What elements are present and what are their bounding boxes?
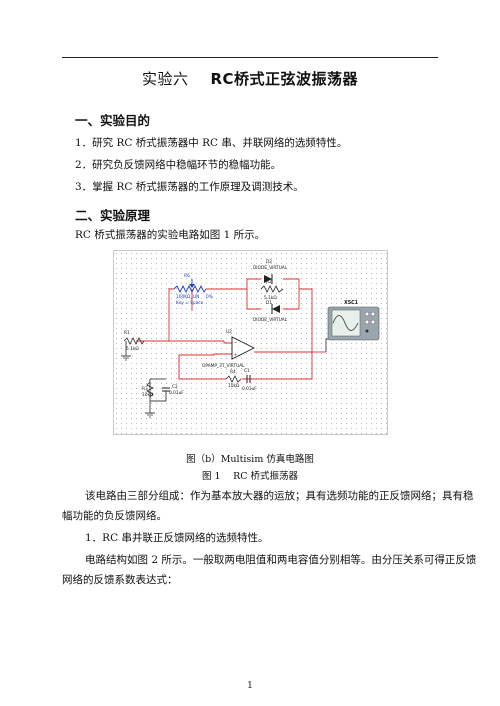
circuit-schematic: R6 100KΩ_LIN 0% Key = Space D2 DIODE_VIR… [121, 259, 380, 418]
body-paragraph2-line-2: 网络的反馈系数表达式： [62, 574, 178, 586]
subsection-item-1: 1．RC 串并联正反馈网络的选频特性。 [85, 532, 269, 544]
diode-d1: D1 DIODE_VIRTUAL [253, 300, 288, 323]
d2-label: D2 [266, 259, 272, 265]
r6-percent: 0% [206, 294, 213, 300]
objective-item-2: 2．研究负反馈网络中稳幅环节的稳幅功能。 [75, 159, 282, 171]
c1-label: C1 [244, 368, 250, 374]
potentiometer-r6: R6 100KΩ_LIN 0% Key = Space [173, 273, 213, 306]
ground-symbols [123, 357, 153, 418]
r2-label: R2 [266, 279, 272, 285]
u2-label: U2 [226, 329, 232, 335]
r6-key: Key = Space [176, 300, 204, 306]
r3-label: R3 [142, 386, 148, 392]
section-heading-principle: 二、实验原理 [75, 208, 151, 223]
c2-label: C2 [172, 384, 178, 390]
r1-label: R1 [124, 330, 130, 336]
c1-value: 0.01uF [242, 386, 257, 392]
resistor-r2: R2 5.1kΩ [260, 279, 284, 301]
resistor-r3: R3 10kΩ [142, 381, 154, 398]
r4-label: R4 [230, 369, 236, 375]
body-paragraph2-line-1: 电路结构如图 2 所示。一般取两电阻值和两电容值分别相等。由分压关系可得正反馈 [85, 554, 477, 566]
figure-subcaption: 图（b）Multisim 仿真电路图 [186, 454, 314, 465]
d1-label: D1 [266, 300, 272, 306]
r6-value: 100KΩ_LIN [176, 294, 199, 300]
r3-value: 10kΩ [142, 392, 154, 398]
d1-type: DIODE_VIRTUAL [253, 317, 288, 323]
r2-value: 5.1kΩ [264, 295, 277, 301]
diode-d2: D2 DIODE_VIRTUAL [253, 259, 288, 284]
r6-label: R6 [184, 273, 190, 279]
section-heading-objectives: 一、实验目的 [75, 113, 151, 128]
header-rule [62, 57, 438, 58]
title-number: 实验六 [141, 70, 189, 88]
circuit-diagram: R6 100KΩ_LIN 0% Key = Space D2 DIODE_VIR… [113, 250, 388, 435]
page-title: 实验六 RC桥式正弦波振荡器 [0, 68, 500, 89]
xsc1-label: XSC1 [344, 300, 358, 306]
capacitor-c1: C1 0.01uF [242, 368, 257, 392]
body-paragraph-line-2: 幅功能的负反馈网络。 [62, 510, 167, 522]
resistor-r4: R4 10kΩ [225, 369, 242, 389]
title-name: RC桥式正弦波振荡器 [210, 70, 359, 88]
objective-item-1: 1．研究 RC 桥式振荡器中 RC 串、并联网络的选频特性。 [75, 137, 348, 149]
capacitor-c2: C2 0.01uF [162, 384, 184, 396]
opamp-u2: − + U2 OPAMP_3T_VIRTUAL [202, 329, 256, 369]
dark-wires [121, 338, 330, 414]
body-paragraph-line-1: 该电路由三部分组成：作为基本放大器的运放；具有选频功能的正反馈网络；具有稳 [85, 490, 474, 502]
r1-value: 5.1kΩ [126, 346, 139, 352]
objective-item-3: 3．掌握 RC 桥式振荡器的工作原理及调测技术。 [75, 181, 304, 193]
u2-type: OPAMP_3T_VIRTUAL [202, 363, 245, 369]
figure-caption: 图 1 RC 桥式振荡器 [201, 471, 299, 482]
r4-value: 10kΩ [228, 383, 240, 389]
principle-intro: RC 桥式振荡器的实验电路如图 1 所示。 [75, 229, 266, 241]
d2-type: DIODE_VIRTUAL [253, 265, 288, 271]
resistor-r1: R1 5.1kΩ [123, 330, 145, 352]
svg-text:−: − [234, 340, 237, 345]
oscilloscope-xsc1: XSC1 [327, 300, 380, 341]
svg-text:+: + [234, 352, 237, 357]
c2-value: 0.01uF [169, 390, 184, 396]
page-number: 1 [247, 681, 253, 691]
